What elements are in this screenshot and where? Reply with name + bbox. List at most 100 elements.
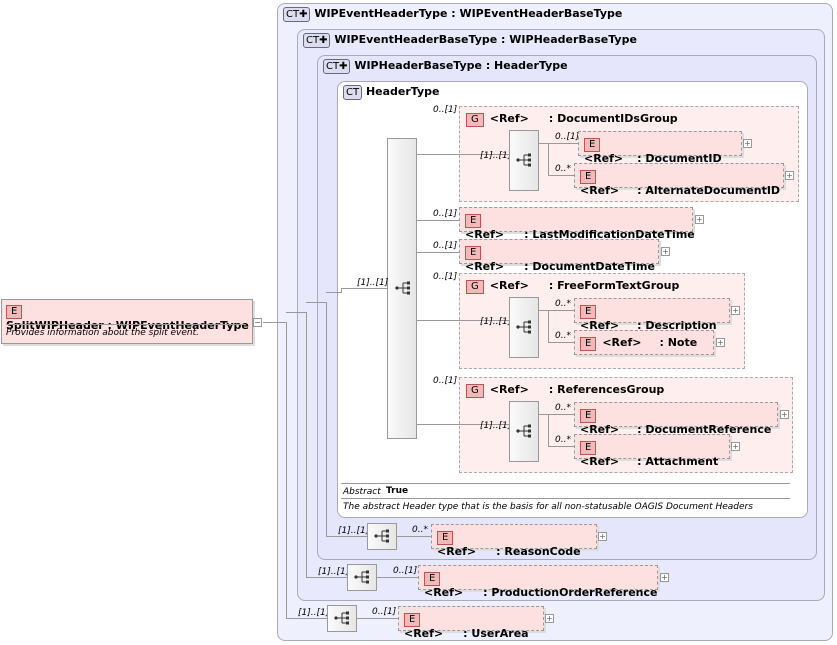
abstract-value: True bbox=[386, 486, 409, 496]
expand-icon[interactable]: + bbox=[743, 139, 752, 148]
element-note[interactable]: E<Ref>: Note bbox=[574, 330, 714, 355]
type-title-wipeventheaderbasetype: CT✚ WIPEventHeaderBaseType : WIPHeaderBa… bbox=[303, 33, 637, 48]
element-cardinality: 0..* bbox=[555, 164, 571, 174]
connector bbox=[417, 424, 509, 425]
connector bbox=[326, 536, 367, 537]
expand-icon[interactable]: + bbox=[731, 306, 740, 315]
element-icon: E bbox=[465, 246, 482, 260]
connector bbox=[548, 342, 574, 343]
element-icon: E bbox=[424, 572, 441, 586]
type-title-headertype: CT HeaderType bbox=[343, 85, 440, 100]
connector bbox=[263, 322, 277, 323]
connector bbox=[417, 320, 509, 321]
element-icon: E bbox=[580, 337, 597, 351]
connector bbox=[397, 536, 431, 537]
expand-icon[interactable]: + bbox=[660, 573, 669, 582]
connector bbox=[326, 292, 342, 293]
headertype-documentation: The abstract Header type that is the bas… bbox=[343, 502, 753, 512]
connector bbox=[548, 143, 549, 175]
sequence-cardinality: [1]..[1] bbox=[338, 526, 370, 536]
element-attachment[interactable]: E<Ref>: Attachment bbox=[574, 434, 730, 468]
element-documentid[interactable]: E<Ref>: DocumentID bbox=[578, 131, 742, 165]
divider bbox=[6, 324, 246, 325]
type-title-wipheaderbasetype: CT✚ WIPHeaderBaseType : HeaderType bbox=[323, 59, 568, 74]
element-icon: E bbox=[404, 613, 421, 627]
abstract-label: Abstract bbox=[343, 487, 381, 497]
element-description[interactable]: E<Ref>: Description bbox=[574, 298, 730, 332]
divider bbox=[341, 498, 790, 499]
element-lastmodificationdatetime[interactable]: E<Ref>: LastModificationDateTime bbox=[459, 207, 695, 241]
element-icon: E bbox=[465, 214, 482, 228]
connector bbox=[306, 312, 307, 577]
element-icon: E bbox=[584, 138, 601, 152]
element-icon: E bbox=[437, 531, 454, 545]
sequence-icon bbox=[395, 280, 411, 296]
group-icon: G bbox=[466, 113, 484, 127]
connector bbox=[539, 310, 549, 311]
complex-type-badge-icon: CT✚ bbox=[323, 59, 351, 74]
expand-icon[interactable]: + bbox=[545, 614, 554, 623]
expand-icon[interactable]: + bbox=[780, 410, 789, 419]
element-cardinality: 0..* bbox=[555, 403, 571, 413]
element-cardinality: 0..* bbox=[555, 435, 571, 445]
root-element-splitwipheader[interactable]: ESplitWIPHeader : WIPEventHeaderType Pro… bbox=[1, 299, 253, 344]
element-cardinality: 0..* bbox=[555, 299, 571, 309]
connector bbox=[417, 154, 509, 155]
connector bbox=[277, 322, 287, 323]
connector bbox=[548, 175, 574, 176]
element-alternatedocumentid[interactable]: E<Ref>: AlternateDocumentID bbox=[574, 163, 784, 197]
sequence-icon bbox=[516, 319, 532, 335]
root-element-documentation: Provides information about the split eve… bbox=[6, 328, 199, 338]
connector bbox=[539, 414, 549, 415]
connector bbox=[548, 446, 574, 447]
sequence-cardinality: [1]..[1] bbox=[480, 151, 512, 161]
element-cardinality: 0..[1] bbox=[393, 566, 418, 576]
group-icon: G bbox=[466, 280, 484, 294]
connector bbox=[286, 618, 327, 619]
expand-icon[interactable]: + bbox=[598, 532, 607, 541]
group-icon: G bbox=[466, 384, 484, 398]
connector bbox=[357, 618, 398, 619]
sequence-icon bbox=[516, 152, 532, 168]
element-icon: E bbox=[580, 170, 597, 184]
connector bbox=[306, 577, 347, 578]
divider bbox=[341, 483, 790, 484]
complex-type-badge-icon: CT✚ bbox=[283, 7, 311, 22]
sequence-icon bbox=[516, 423, 532, 439]
group-cardinality: 0..[1] bbox=[433, 272, 458, 282]
connector bbox=[417, 252, 459, 253]
connector bbox=[377, 577, 418, 578]
expand-icon[interactable]: + bbox=[731, 442, 740, 451]
expand-icon[interactable]: + bbox=[695, 215, 704, 224]
expand-icon[interactable]: + bbox=[716, 338, 725, 347]
group-cardinality: 0..[1] bbox=[433, 376, 458, 386]
root-element-label: SplitWIPHeader : WIPEventHeaderType bbox=[6, 319, 249, 332]
sequence-icon bbox=[354, 569, 370, 585]
connector bbox=[341, 288, 387, 289]
element-cardinality: 0..[1] bbox=[433, 241, 458, 251]
element-icon: E bbox=[580, 409, 597, 423]
connector bbox=[548, 310, 574, 311]
element-reasoncode[interactable]: E<Ref>: ReasonCode bbox=[431, 524, 597, 558]
connector bbox=[417, 220, 459, 221]
group-cardinality: 0..[1] bbox=[433, 105, 458, 115]
element-documentdatetime[interactable]: E<Ref>: DocumentDateTime bbox=[459, 239, 659, 273]
element-icon: E bbox=[580, 305, 597, 319]
main-sequence-cardinality: [1]..[1] bbox=[357, 278, 389, 288]
connector bbox=[306, 302, 327, 303]
collapse-icon[interactable]: − bbox=[253, 318, 262, 327]
expand-icon[interactable]: + bbox=[661, 247, 670, 256]
element-userarea[interactable]: E<Ref>: UserArea bbox=[398, 606, 544, 640]
connector bbox=[326, 302, 327, 536]
element-productionorderreference[interactable]: E<Ref>: ProductionOrderReference bbox=[418, 565, 658, 599]
element-documentreference[interactable]: E<Ref>: DocumentReference bbox=[574, 402, 778, 436]
sequence-cardinality: [1]..[1] bbox=[480, 317, 512, 327]
sequence-icon bbox=[334, 610, 350, 626]
sequence-compositor[interactable] bbox=[367, 523, 397, 550]
connector bbox=[548, 310, 549, 342]
expand-icon[interactable]: + bbox=[785, 171, 794, 180]
element-cardinality: 0..* bbox=[412, 525, 428, 535]
connector bbox=[548, 414, 574, 415]
connector bbox=[286, 322, 287, 619]
element-icon: E bbox=[580, 441, 597, 455]
